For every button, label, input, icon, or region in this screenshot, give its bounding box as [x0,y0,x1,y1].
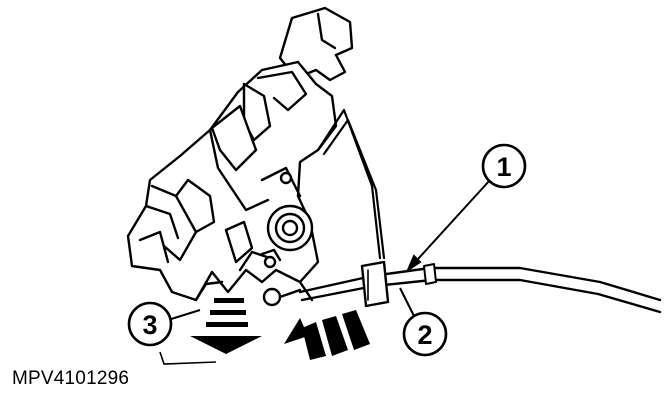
leader-line-1 [407,179,491,271]
down-arrow-icon [190,298,262,354]
leader-line-3 [167,309,201,321]
movement-hint-mark [159,351,217,365]
callout-2: 2 [402,311,448,357]
callout-3: 3 [127,301,173,347]
callout-2-label: 2 [417,320,432,350]
callout-1-label: 1 [496,152,511,182]
figure-code: MPV4101296 [12,368,130,389]
leader-lines [167,179,491,321]
callout-3-label: 3 [142,310,157,340]
lock-mechanism-drawing [126,6,354,307]
callout-1: 1 [481,143,527,189]
leader-line-2 [399,287,416,319]
cable-drawing [298,108,662,314]
pull-arrow-icon [284,310,370,360]
